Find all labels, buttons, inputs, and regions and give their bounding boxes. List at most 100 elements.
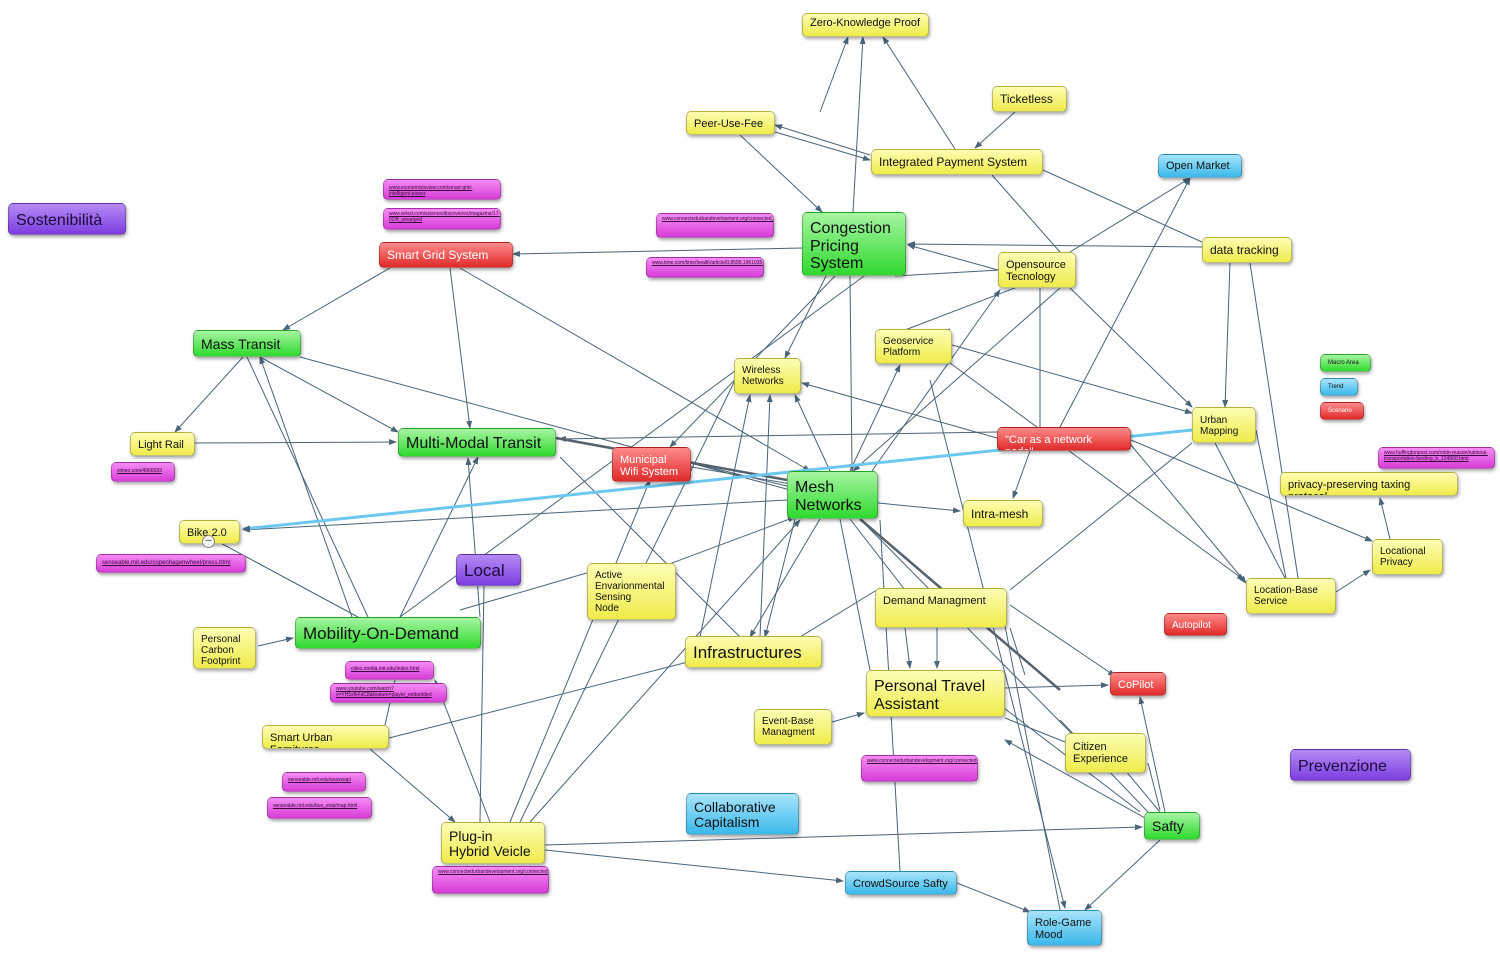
connection-line [759,394,773,638]
node-copilot[interactable]: CoPilot [1110,672,1166,696]
node-multi-modal-transit[interactable]: Multi-Modal Transit [398,428,556,457]
node-opensource-tecnology[interactable]: Opensource Tecnology [998,252,1076,288]
connection-line [399,456,479,618]
node-role-game-mood[interactable]: Role-Game Mood [1027,910,1102,946]
link-personal-travel[interactable]: www.connectedurbandevelopment.org/connec… [861,755,978,782]
link-light-rail[interactable]: vimeo.com/4066583 [111,462,175,482]
connection-line [951,344,1193,414]
node-smart-grid-system[interactable]: Smart Grid System [379,242,513,268]
link-bike[interactable]: senseable.mit.edu/copenhagenwheel/press.… [96,554,246,573]
connection-line [1130,444,1247,584]
link-mobility-2[interactable]: www.youtube.com/watch?v=YH5xfkFdC8&featu… [330,683,447,703]
connection-line [1069,287,1193,408]
node-mobility-on-demand[interactable]: Mobility-On-Demand [295,617,481,649]
connection-line [559,456,741,638]
link-smart-grid-1[interactable]: www.economistsview.com/smart-grid-intell… [383,179,501,200]
connection-line [852,36,866,213]
connection-line [194,439,397,446]
node-demand-managment[interactable]: Demand Managment [875,588,1007,628]
node-personal-travel-assistant[interactable]: Personal Travel Assistant [866,670,1005,717]
macro-area-sostenibilita[interactable]: Sostenibilità [8,203,126,235]
connection-line [558,431,998,442]
connection-line [1147,762,1161,811]
node-data-tracking[interactable]: data tracking [1202,237,1292,263]
node-safty[interactable]: Safty [1144,812,1200,840]
connection-line [1042,169,1203,243]
node-congestion-pricing-system[interactable]: Congestion Pricing System [802,212,906,276]
connection-line [1138,696,1166,813]
connection-line [1059,177,1191,428]
connection-line [1009,627,1026,676]
node-infrastructures[interactable]: Infrastructures [685,636,822,668]
connection-line [257,636,294,647]
node-urban-mapping[interactable]: Urban Mapping [1192,407,1256,443]
connection-line [849,518,906,591]
link-congestion-2[interactable]: www.time.com/time/health/article/0,8599,… [646,257,764,278]
node-bike-2-0[interactable]: Bike 2.0 [179,520,240,544]
connection-line [974,111,1016,149]
connection-line [852,287,1061,472]
node-active-environmental-sensing[interactable]: Active Envarionmental Sensing Node [587,563,676,620]
node-municipal-wifi-system[interactable]: Municipal Wifi System [612,447,691,482]
node-wireless-networks[interactable]: Wireless Networks [734,358,801,394]
connection-line [1084,839,1161,911]
connection-line [877,502,961,514]
connection-line [799,587,881,638]
node-integrated-payment-system[interactable]: Integrated Payment System [871,149,1043,175]
node-zero-knowledge-proof[interactable]: Zero-Knowledge Proof [802,13,929,37]
link-mobility-1[interactable]: cities.media.mit.edu/index.html [345,661,434,680]
connection-line [214,539,359,618]
connection-line [904,285,1021,331]
connection-line [459,571,591,611]
connection-line [282,267,391,331]
connection-line [299,356,791,491]
collapse-handle[interactable]: – [202,535,215,548]
connection-line [849,364,901,472]
connection-line [174,356,244,433]
node-collaborative-capitalism[interactable]: Collaborative Capitalism [686,793,799,835]
node-crowdsource-safty[interactable]: CrowdSource Safty [845,871,957,895]
link-urban-2[interactable]: senseable.mit.edu/bus_stop/map.html [267,797,372,819]
connection-line [929,379,1067,909]
link-smart-grid-2[interactable]: www.wired.com/science/discoveries/magazi… [383,208,501,230]
connection-line [459,267,811,472]
connection-line [1004,717,1066,743]
node-event-base-managment[interactable]: Event-Base Managment [754,709,832,745]
legend-scenario: Scenario [1320,402,1364,420]
link-privacy[interactable]: www.huffingtonpost.com/robin-mason/natio… [1378,447,1495,469]
node-light-rail[interactable]: Light Rail [130,432,195,456]
node-locational-privacy[interactable]: Locational Privacy [1372,539,1443,575]
connection-line [369,748,456,823]
connection-line [774,124,871,156]
node-car-as-network-node[interactable]: "Car as a network node" [997,427,1131,451]
connection-line [739,134,823,213]
node-smart-urban-fornitures[interactable]: Smart Urban Fornitures [262,725,389,749]
connection-line [894,269,1001,277]
node-privacy-preserving-taxing[interactable]: privacy-preserving taxing protocol [1280,472,1458,496]
link-urban-1[interactable]: senseable.mit.edu/seaswap/ [282,772,366,792]
connection-line [509,479,651,823]
connection-line [1222,262,1231,408]
connection-line [529,519,801,823]
node-open-market[interactable]: Open Market [1158,154,1242,178]
connection-line [749,518,821,638]
node-plug-in-hybrid-veicle[interactable]: Plug-in Hybrid Veicle [441,822,545,864]
link-congestion-1[interactable]: www.connectedurbandevelopment.org/connec… [656,213,774,238]
macro-area-local[interactable]: Local [456,554,521,586]
connection-line [544,824,1143,846]
node-geoservice-platform[interactable]: Geoservice Platform [875,329,952,364]
node-location-base-service[interactable]: Location-Base Service [1246,578,1336,614]
node-ticketless[interactable]: Ticketless [992,86,1067,112]
connection-line [801,382,998,439]
node-intra-mesh[interactable]: Intra-mesh [963,500,1043,527]
connection-line [259,356,399,433]
link-plug-in[interactable]: www.connectedurbandevelopment.org/connec… [432,866,549,894]
node-mesh-networks[interactable]: Mesh Networks [787,471,878,519]
node-mass-transit[interactable]: Mass Transit [193,330,301,357]
connection-line [859,518,1081,743]
node-citizen-experience[interactable]: Citizen Experience [1065,733,1146,773]
macro-area-prevenzione[interactable]: Prevenzione [1290,749,1411,781]
node-personal-carbon-footprint[interactable]: Personal Carbon Footprint [193,627,256,669]
node-peer-use-fee[interactable]: Peer-Use-Fee [686,111,775,135]
node-autopilot[interactable]: Autopilot [1164,613,1227,636]
